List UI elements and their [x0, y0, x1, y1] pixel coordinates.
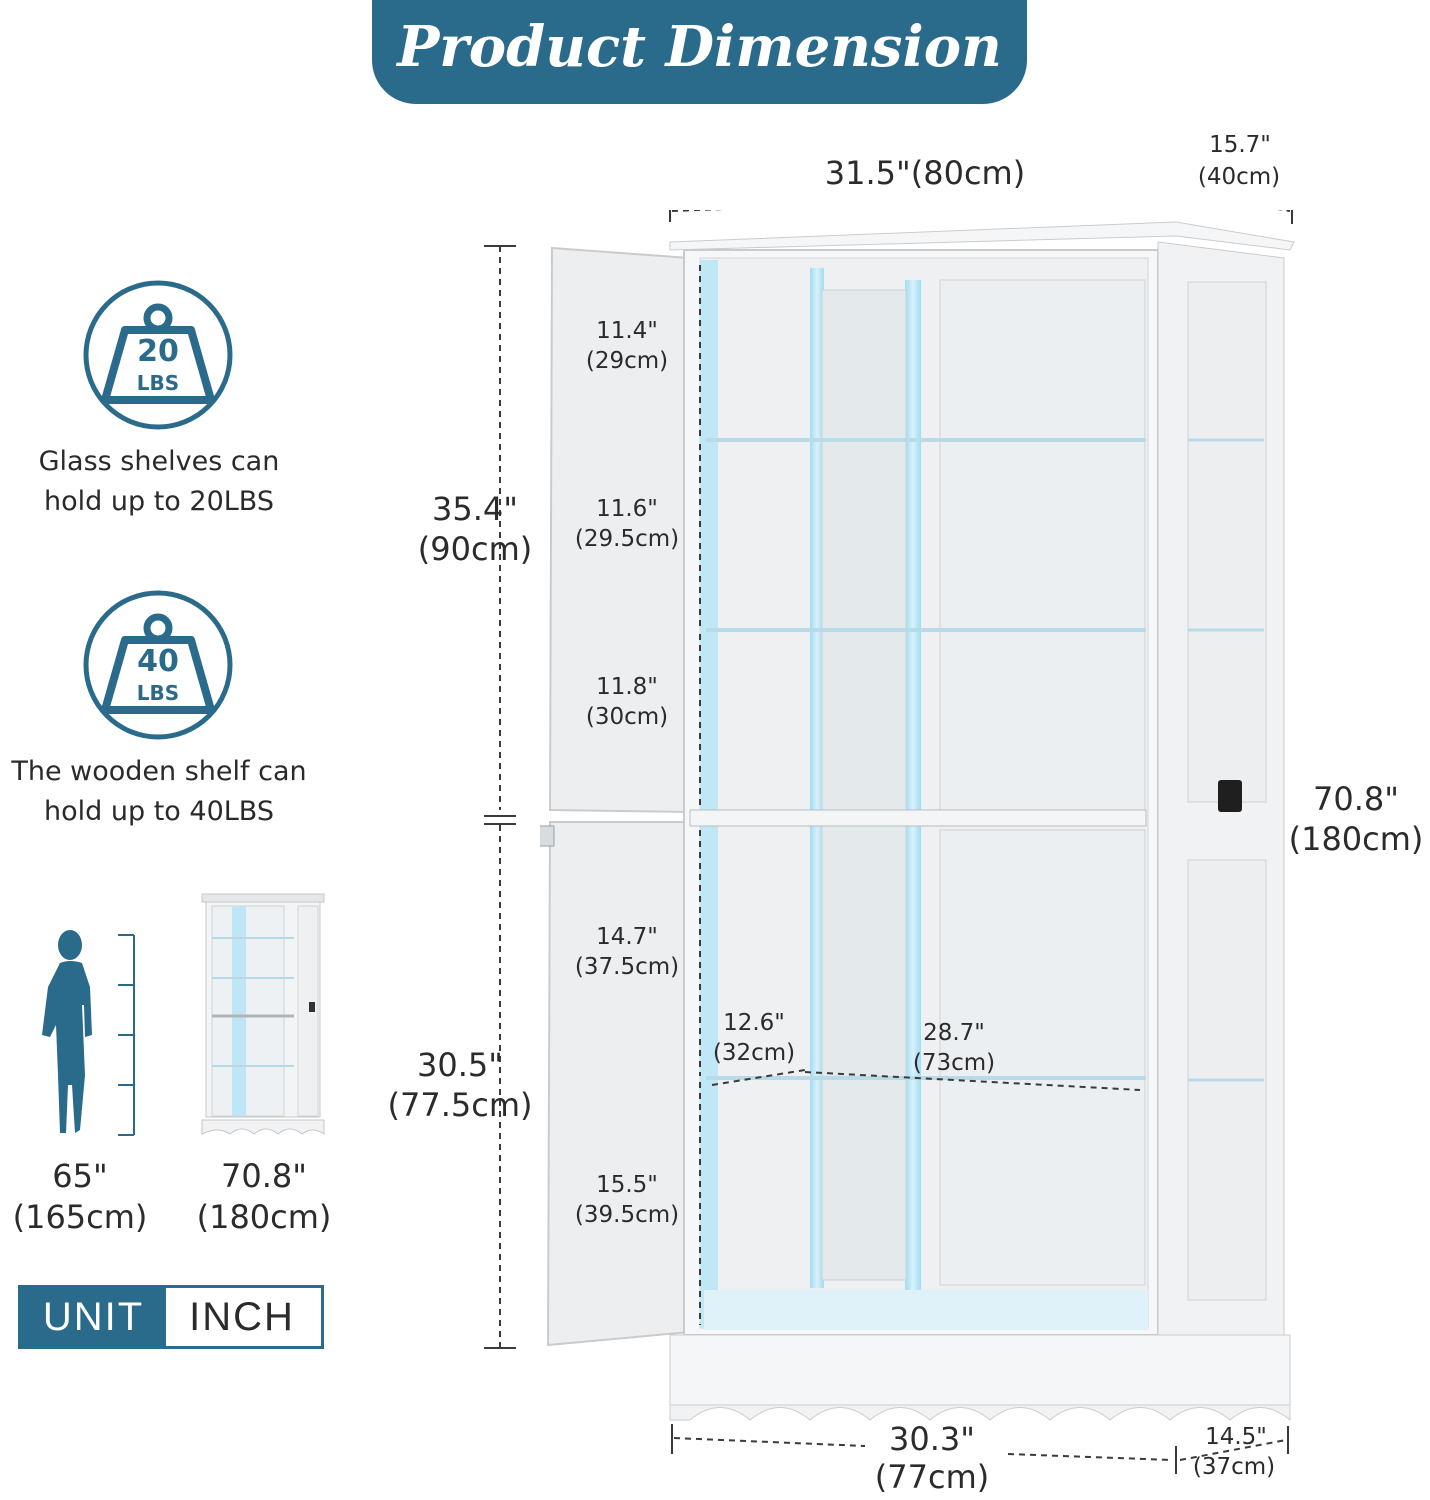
badge-20-caption-1: Glass shelves can [38, 446, 280, 477]
width-bottom-cm: (77cm) [874, 1458, 990, 1496]
shelf-2-in: 11.6" [596, 496, 658, 522]
shelf-4-in: 14.7" [596, 924, 658, 950]
upper-section-in: 35.4" [432, 490, 518, 528]
bottom-dimension-lines [671, 1424, 1289, 1474]
mini-cabinet-icon [201, 893, 325, 1135]
person-height-in: 65" [52, 1157, 108, 1195]
cabinet-illustration [540, 210, 1295, 1422]
page-title: Product Dimension [397, 14, 1002, 80]
shelf-depth-cm: (32cm) [712, 1040, 796, 1066]
person-silhouette-icon [42, 930, 135, 1136]
shelf-3-in: 11.8" [596, 674, 658, 700]
shelf-1-cm: (29cm) [585, 348, 669, 374]
shelf-1-in: 11.4" [596, 318, 658, 344]
title-banner [372, 0, 1027, 104]
badge-20-caption-2: hold up to 20LBS [44, 486, 274, 517]
person-height-cm: (165cm) [12, 1198, 148, 1236]
width-bottom-in: 30.3" [889, 1420, 975, 1458]
width-top-label: 31.5"(80cm) [824, 154, 1026, 192]
lower-section-cm: (77.5cm) [387, 1086, 533, 1124]
shelf-5-in: 15.5" [596, 1172, 658, 1198]
lower-section-in: 30.5" [417, 1046, 503, 1084]
mini-cabinet-height-in: 70.8" [221, 1157, 307, 1195]
shelf-4-cm: (37.5cm) [574, 954, 680, 980]
shelf-depth-in: 12.6" [723, 1010, 785, 1036]
mini-cabinet-height-cm: (180cm) [196, 1198, 332, 1236]
depth-top-in: 15.7" [1209, 132, 1271, 158]
section-dimension-lines [484, 245, 516, 1349]
shelf-2-cm: (29.5cm) [574, 526, 680, 552]
badge-40-unit: LBS [136, 681, 180, 705]
upper-section-cm: (90cm) [417, 530, 533, 568]
badge-40-caption-2: hold up to 40LBS [44, 796, 274, 827]
unit-indicator [18, 1285, 324, 1349]
depth-bottom-in: 14.5" [1205, 1424, 1267, 1450]
badge-20-number: 20 [137, 334, 179, 369]
shelf-width-in: 28.7" [923, 1020, 985, 1046]
badge-40-caption-1: The wooden shelf can [11, 756, 307, 787]
weight-20-icon [83, 280, 233, 430]
height-total-cm: (180cm) [1288, 820, 1424, 858]
depth-top-cm: (40cm) [1197, 164, 1281, 190]
badge-20-unit: LBS [136, 371, 180, 395]
shelf-3-cm: (30cm) [585, 704, 669, 730]
unit-label: UNIT [21, 1288, 166, 1346]
badge-40-number: 40 [137, 644, 179, 679]
weight-40-icon [83, 590, 233, 740]
unit-value: INCH [189, 1295, 295, 1339]
height-total-in: 70.8" [1313, 780, 1399, 818]
depth-bottom-cm: (37cm) [1192, 1454, 1276, 1480]
shelf-width-cm: (73cm) [912, 1050, 996, 1076]
shelf-5-cm: (39.5cm) [574, 1202, 680, 1228]
